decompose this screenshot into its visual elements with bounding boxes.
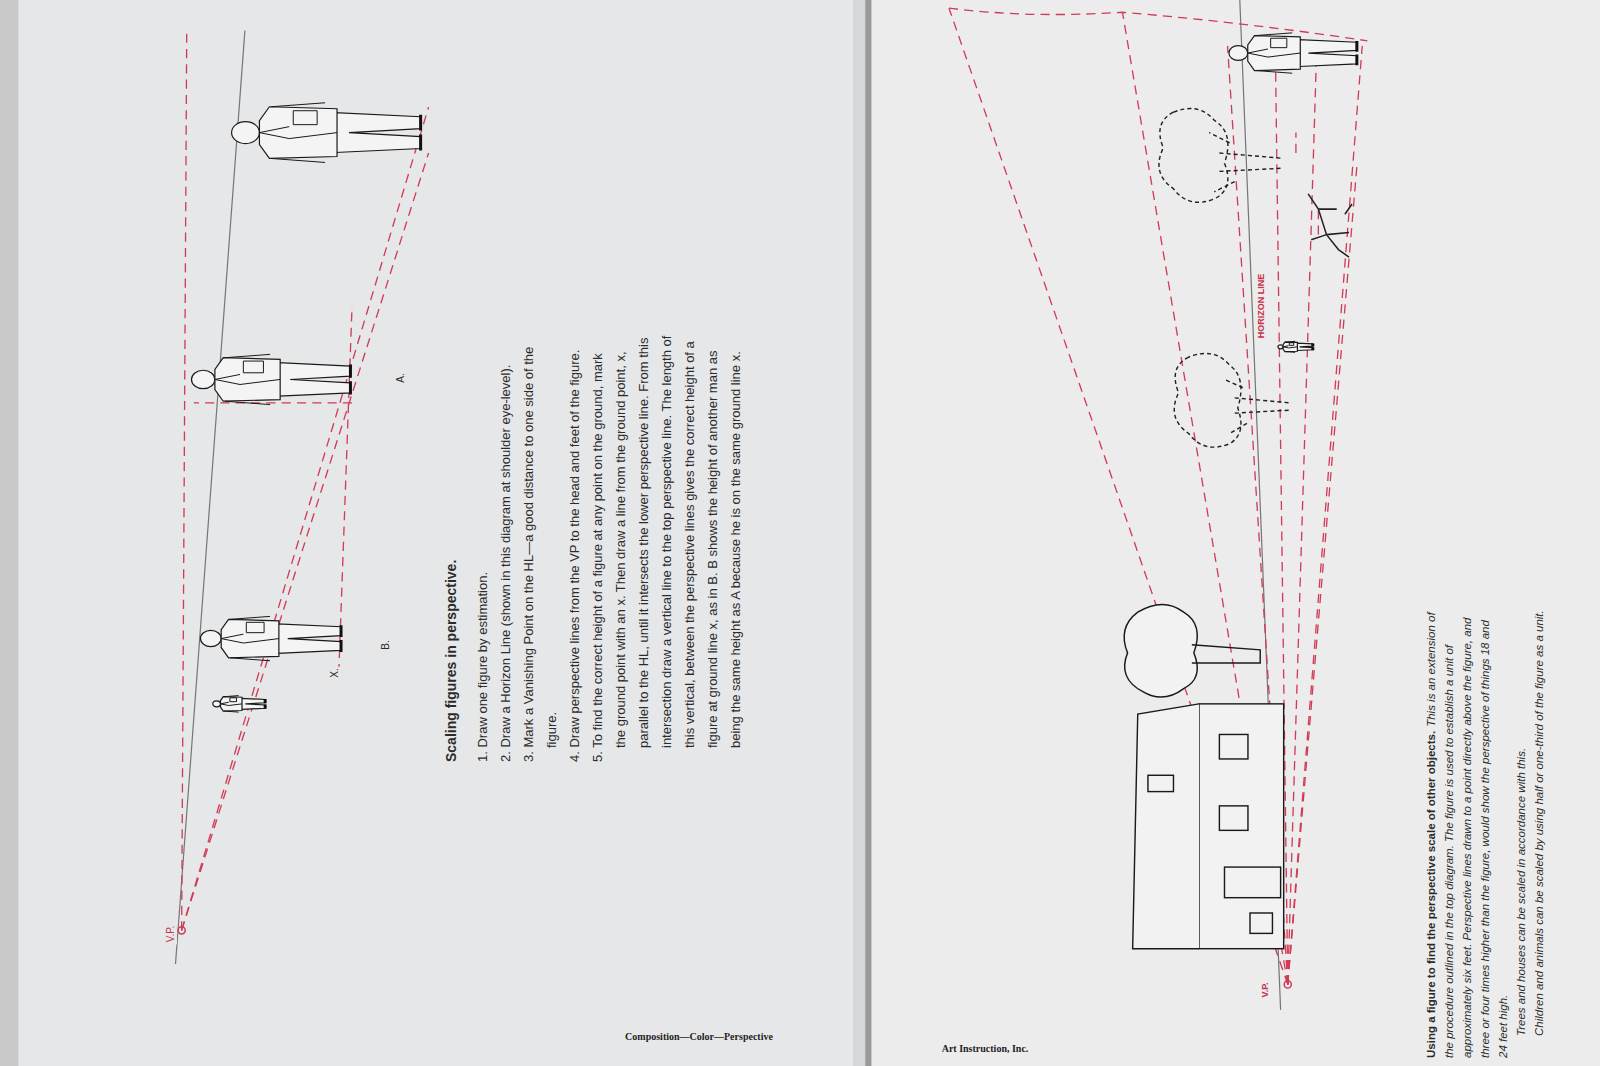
tree-crown [1159, 109, 1228, 203]
solid-tree [1124, 604, 1260, 697]
man-figure [232, 103, 421, 163]
perspective-lines [949, 8, 1367, 984]
house-wall [1199, 704, 1284, 949]
tree-trunk [1224, 379, 1290, 433]
window [1250, 913, 1272, 933]
height-line [194, 402, 352, 403]
window [1219, 734, 1248, 758]
step-text: 2. Draw a Horizon Line (shown in this di… [494, 332, 517, 762]
figure-label: A. [395, 371, 407, 384]
man-figure [1229, 33, 1357, 73]
step-text: 5. To find the correct height of a figur… [586, 332, 747, 762]
vp-label: V.P. [165, 924, 177, 945]
horizon-line [176, 31, 245, 964]
man-figure [213, 696, 265, 713]
perspective-line [1288, 46, 1362, 984]
dog [1308, 194, 1352, 257]
vanishing-point [1284, 981, 1291, 988]
caption-paragraph: Children and animals can be scaled by us… [1530, 608, 1548, 1058]
perspective-line [1288, 163, 1357, 984]
perspective-line [949, 8, 1288, 984]
perspective-line [1122, 12, 1287, 984]
tree-crown [1124, 604, 1197, 697]
page-footer: Art Instruction, Inc. [942, 1043, 1029, 1054]
window [1219, 806, 1248, 830]
caption-body: This is an extension of the procedure ou… [1425, 612, 1509, 1058]
perspective-line [182, 153, 429, 930]
caption-heading: Using a figure to find the perspective s… [1425, 731, 1437, 1058]
vp-label: V.P. [1259, 980, 1271, 999]
left-page [18, 0, 867, 1066]
dog-outline [1308, 194, 1352, 257]
tree-crown [1174, 353, 1241, 447]
man-figure [191, 354, 350, 404]
perspective-line [182, 107, 429, 930]
man-figure [200, 616, 341, 660]
child-figure [1278, 341, 1313, 352]
section-title: Scaling figures in perspective. [440, 332, 463, 762]
gutter [865, 0, 871, 1066]
dashed-tree [1159, 109, 1281, 203]
vanishing-point [178, 927, 185, 934]
right-page [869, 0, 1600, 1066]
ground-tick [1295, 133, 1296, 153]
chimney [1148, 775, 1174, 791]
house [1133, 704, 1284, 949]
door [1224, 867, 1280, 898]
scale-arc [949, 8, 1367, 41]
step-text: 3. Mark a Vanishing Point on the HL—a go… [517, 332, 563, 762]
horizon-label: HORIZON LINE [1255, 272, 1267, 341]
figure-label: B. [380, 638, 392, 651]
caption-paragraph: Using a figure to find the perspective s… [1422, 608, 1512, 1058]
instruction-block: Scaling figures in perspective. 1. Draw o… [440, 332, 747, 762]
house-roof [1133, 704, 1199, 949]
perspective-line [182, 31, 187, 931]
perspective-lines [182, 31, 429, 931]
tree-trunk [1209, 133, 1280, 192]
step-text: 4. Draw perspective lines from the VP to… [563, 332, 586, 762]
caption-block: Using a figure to find the perspective s… [1422, 608, 1548, 1058]
ground-line [339, 306, 352, 673]
tree-trunk [1192, 645, 1260, 663]
step-text: 1. Draw one figure by estimation. [471, 332, 494, 762]
caption-paragraph: Trees and houses can be scaled in accord… [1512, 608, 1530, 1058]
dashed-tree [1174, 353, 1291, 447]
page-footer: Composition—Color—Perspective [625, 1031, 773, 1042]
point-label: X. [329, 666, 341, 679]
